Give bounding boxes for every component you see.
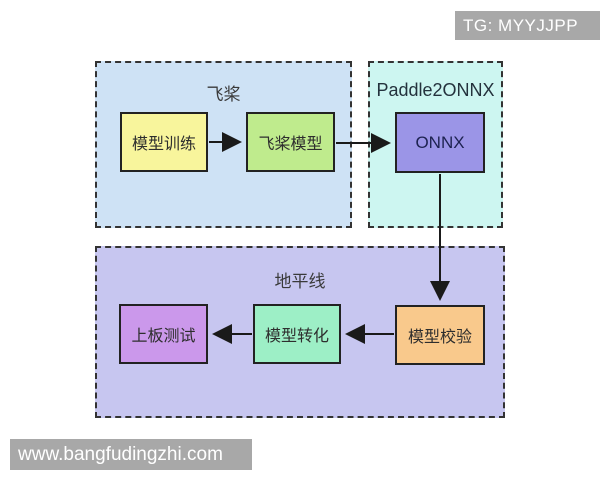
node-model-check: 模型校验 — [395, 305, 485, 365]
group-paddle-label: 飞桨 — [206, 85, 241, 104]
node-onnx: ONNX — [395, 112, 485, 173]
node-model-convert: 模型转化 — [253, 304, 341, 364]
node-paddle-model: 飞桨模型 — [246, 112, 335, 172]
group-horizon-label: 地平线 — [274, 272, 326, 291]
node-board-test: 上板测试 — [119, 304, 208, 364]
node-model-training: 模型训练 — [120, 112, 208, 172]
group-paddle2onnx-label: Paddle2ONNX — [376, 80, 495, 100]
telegram-badge: TG: MYYJJPP — [455, 11, 600, 40]
watermark-bar: www.bangfudingzhi.com — [10, 439, 252, 470]
